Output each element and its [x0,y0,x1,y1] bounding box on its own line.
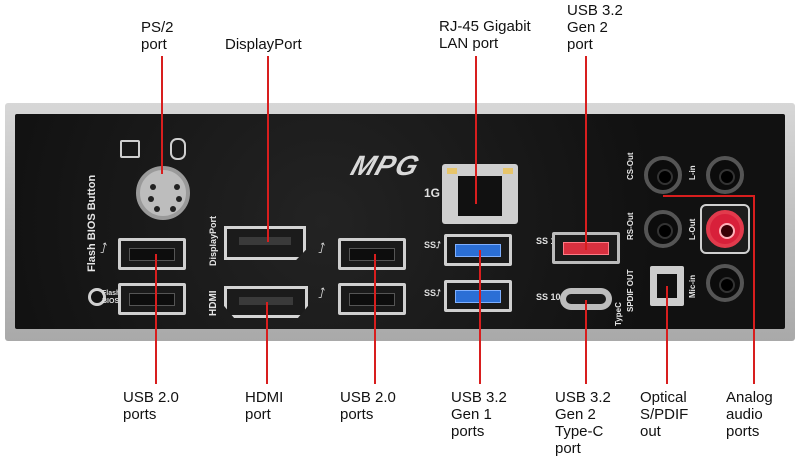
usb-icon: ⭜ [318,240,326,256]
superspeed-icon: SS⭜ [424,288,441,298]
audio-jack-l-in[interactable] [706,156,744,194]
usb32-gen1-port-2[interactable] [444,280,512,312]
ps2-port[interactable] [136,166,190,220]
ps2-leader-line [161,56,163,174]
usb20-mid-port-2[interactable] [338,283,406,315]
flash-bios-small-text: Flash BIOS [102,290,121,305]
usb20-left-port-1[interactable] [118,238,186,270]
mic-in-text: Mic-in [688,274,697,298]
usb32-gen1-port-1[interactable] [444,234,512,266]
ss10-label-b: SS 10 [536,292,561,302]
displayport-vertical-text: DisplayPort [208,215,218,266]
usb32-gen1-leader-line [479,250,481,384]
usb-icon: ⭜ [318,285,326,301]
analog-audio-leader-line [753,195,755,384]
audio-jack-l-out[interactable] [706,210,744,248]
usb32-gen2-typec-port-label: USB 3.2 Gen 2 Type-C port [555,389,611,457]
spdif-out-text: SPDIF OUT [626,269,635,312]
usb20-left-port-2[interactable] [118,283,186,315]
usb20-mid-leader-line [374,254,376,384]
usb32-gen2-leader-line [585,56,587,250]
ps2-port-label: PS/2 port [141,19,174,53]
usb20-ports-mid-label: USB 2.0 ports [340,389,396,423]
displayport-port[interactable] [224,226,306,260]
optical-spdif-out-label: Optical S/PDIF out [640,389,689,440]
usb32-gen2-typec-leader-line [585,300,587,384]
analog-audio-leader-branch [663,195,755,197]
hdmi-port-label: HDMI port [245,389,284,423]
ss10-label-a: SS 10 [536,236,561,246]
flash-bios-button-text: Flash BIOS Button [86,174,98,272]
audio-jack-cs-out[interactable] [644,156,682,194]
audio-jack-rs-out[interactable] [644,210,682,248]
superspeed-icon: SS⭜ [424,240,441,250]
usb32-gen2-typec-port[interactable] [560,288,612,310]
analog-audio-ports-label: Analog audio ports [726,389,773,440]
hdmi-logo-text: HDMI [208,290,219,316]
rj45-lan-port-label: RJ-45 Gigabit LAN port [439,18,531,52]
rj45-lan-port[interactable] [442,164,518,224]
keyboard-mouse-icon [120,140,140,158]
usb32-gen2-port-label: USB 3.2 Gen 2 port [567,2,623,53]
usb32-gen1-ports-label: USB 3.2 Gen 1 ports [451,389,507,440]
cs-out-text: CS-Out [626,152,635,180]
optical-leader-line [666,286,668,384]
usb20-mid-port-1[interactable] [338,238,406,270]
brand-logo: MPG [347,150,424,181]
l-out-text: L-Out [688,218,697,240]
hdmi-leader-line [266,302,268,384]
mouse-icon [170,138,186,160]
usb-icon: ⭜ [100,240,108,256]
displayport-leader-line [267,56,269,242]
audio-jack-mic-in[interactable] [706,264,744,302]
displayport-label: DisplayPort [225,36,302,53]
rs-out-text: RS-Out [626,212,635,240]
usb20-ports-left-label: USB 2.0 ports [123,389,179,423]
usb20-left-leader-line [155,254,157,384]
l-in-text: L-in [688,165,697,180]
flash-bios-button[interactable] [88,288,106,306]
rj45-leader-line [475,56,477,204]
lan-speed-text: 1G [424,186,441,200]
typec-text: TypeC [614,302,623,326]
